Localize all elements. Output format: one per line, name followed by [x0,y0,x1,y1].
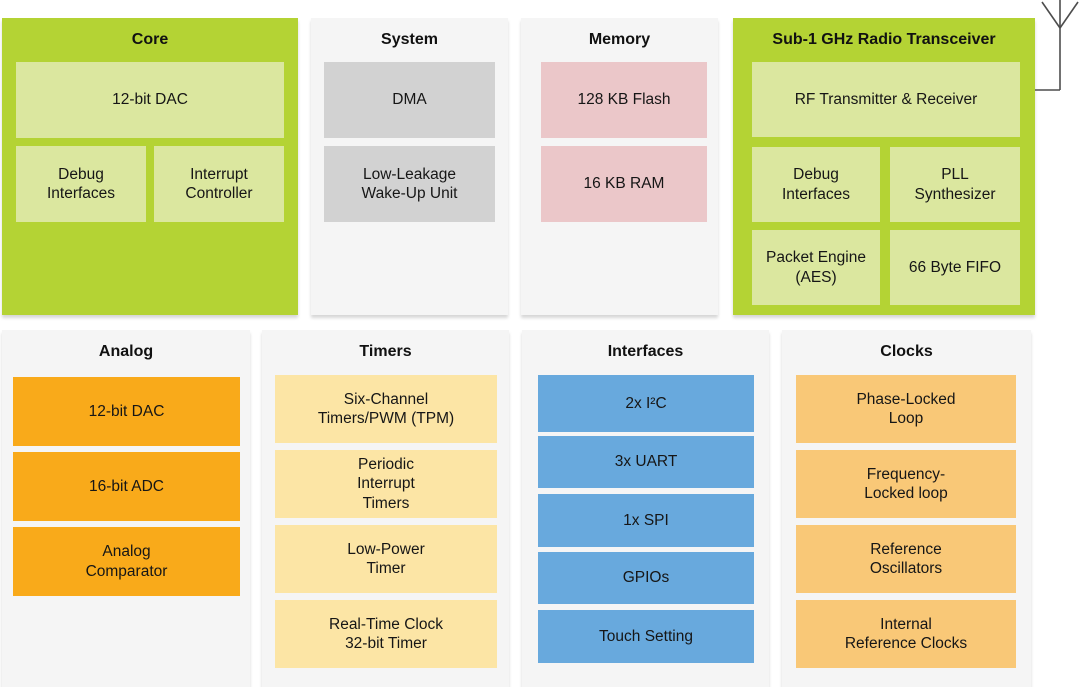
cell-pll-synthesizer: PLL Synthesizer [890,147,1020,222]
cell-reference-oscillators: Reference Oscillators [796,525,1016,593]
cell-real-time-clock-32-bit-timer: Real-Time Clock 32-bit Timer [275,600,497,668]
cell-radio-debug-interfaces: Debug Interfaces [752,147,880,222]
panel-analog: Analog 12-bit DAC 16-bit ADC Analog Comp… [2,330,250,687]
panel-memory: Memory 128 KB Flash 16 KB RAM [521,18,718,315]
cell-gpios: GPIOs [538,552,754,604]
panel-clocks: Clocks Phase-Locked Loop Frequency- Lock… [782,330,1031,687]
cell-128-kb-flash: 128 KB Flash [541,62,707,138]
cell-six-channel-timers-pwm: Six-Channel Timers/PWM (TPM) [275,375,497,443]
cell-phase-locked-loop: Phase-Locked Loop [796,375,1016,443]
cell-2x-i2c: 2x I²C [538,375,754,432]
cell-1x-spi: 1x SPI [538,494,754,547]
panel-core: Core 12-bit DAC Debug Interfaces Interru… [2,18,298,315]
cell-16-bit-adc: 16-bit ADC [13,452,240,521]
cell-3x-uart: 3x UART [538,436,754,488]
cell-interrupt-controller: Interrupt Controller [154,146,284,222]
panel-clocks-title: Clocks [880,343,933,360]
cell-touch-setting: Touch Setting [538,610,754,663]
panel-timers: Timers Six-Channel Timers/PWM (TPM) Peri… [262,330,509,687]
panel-system: System DMA Low-Leakage Wake-Up Unit [311,18,508,315]
panel-analog-title: Analog [98,343,154,360]
cell-analog-comparator: Analog Comparator [13,527,240,596]
cell-66-byte-fifo: 66 Byte FIFO [890,230,1020,305]
panel-interfaces: Interfaces 2x I²C 3x UART 1x SPI GPIOs T… [522,330,769,687]
panel-interfaces-title: Interfaces [607,343,684,360]
antenna-icon [1035,0,1079,91]
panel-system-title: System [381,31,438,48]
panel-timers-title: Timers [359,343,412,360]
cell-dma: DMA [324,62,495,138]
panel-radio-transceiver-title: Sub-1 GHz Radio Transceiver [772,31,996,48]
cell-rf-transmitter-receiver: RF Transmitter & Receiver [752,62,1020,137]
cell-debug-interfaces: Debug Interfaces [16,146,146,222]
cell-low-leakage-wake-up-unit: Low-Leakage Wake-Up Unit [324,146,495,222]
cell-16-kb-ram: 16 KB RAM [541,146,707,222]
panel-memory-title: Memory [588,31,651,48]
panel-radio-transceiver: Sub-1 GHz Radio Transceiver RF Transmitt… [733,18,1035,315]
cell-packet-engine-aes: Packet Engine (AES) [752,230,880,305]
panel-core-title: Core [131,31,169,48]
cell-low-power-timer: Low-Power Timer [275,525,497,593]
cell-frequency-locked-loop: Frequency- Locked loop [796,450,1016,518]
cell-analog-12-bit-dac: 12-bit DAC [13,377,240,446]
cell-periodic-interrupt-timers: Periodic Interrupt Timers [275,450,497,518]
cell-12-bit-dac: 12-bit DAC [16,62,284,138]
cell-internal-reference-clocks: Internal Reference Clocks [796,600,1016,668]
